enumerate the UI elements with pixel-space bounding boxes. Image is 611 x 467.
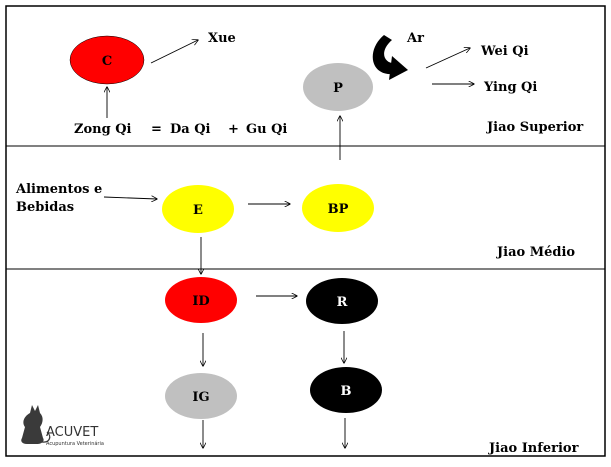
node-p-label: P xyxy=(333,81,343,96)
node-c: C xyxy=(69,35,145,85)
xue-label: Xue xyxy=(208,31,236,46)
zone-label-lower: Jiao Inferior xyxy=(488,441,579,456)
diagram-frame xyxy=(5,5,606,457)
equals-sign: = xyxy=(151,122,162,137)
acuvet-logo: ACUVET Acupuntura Veterinária xyxy=(21,405,104,447)
node-bp: BP xyxy=(302,184,374,232)
alimentos-label-line2: Bebidas xyxy=(16,200,74,215)
alimentos-label-line1: Alimentos e xyxy=(15,182,102,197)
node-e: E xyxy=(162,185,234,233)
cat-logo-icon xyxy=(21,405,51,444)
arrow-c-to-xue xyxy=(150,40,198,64)
node-e-label: E xyxy=(193,203,203,218)
zone-label-middle: Jiao Médio xyxy=(496,245,575,260)
wei-qi-label: Wei Qi xyxy=(480,44,529,59)
arrow-alimentos-to-e xyxy=(103,197,157,199)
node-b-label: B xyxy=(341,384,352,399)
node-id-label: ID xyxy=(192,294,209,309)
ying-qi-label: Ying Qi xyxy=(483,80,537,95)
plus-sign: + xyxy=(228,122,239,137)
node-r-label: R xyxy=(337,295,348,310)
ar-curved-arrow-icon xyxy=(372,35,408,80)
node-p: P xyxy=(303,63,373,111)
logo-subtitle: Acupuntura Veterinária xyxy=(46,440,104,447)
ar-label: Ar xyxy=(406,31,424,46)
node-ig-label: IG xyxy=(192,390,209,405)
node-r: R xyxy=(306,278,378,324)
node-id: ID xyxy=(165,277,237,323)
zone-label-upper: Jiao Superior xyxy=(486,120,583,135)
zong-qi-label: Zong Qi xyxy=(74,122,132,137)
logo-name: ACUVET xyxy=(46,425,98,440)
node-c-label: C xyxy=(102,54,112,69)
arrow-p-to-weiqi xyxy=(425,48,470,69)
node-ig: IG xyxy=(165,373,237,419)
gu-qi-label: Gu Qi xyxy=(246,122,287,137)
node-b: B xyxy=(310,367,382,413)
node-bp-label: BP xyxy=(328,202,349,217)
da-qi-label: Da Qi xyxy=(170,122,211,137)
